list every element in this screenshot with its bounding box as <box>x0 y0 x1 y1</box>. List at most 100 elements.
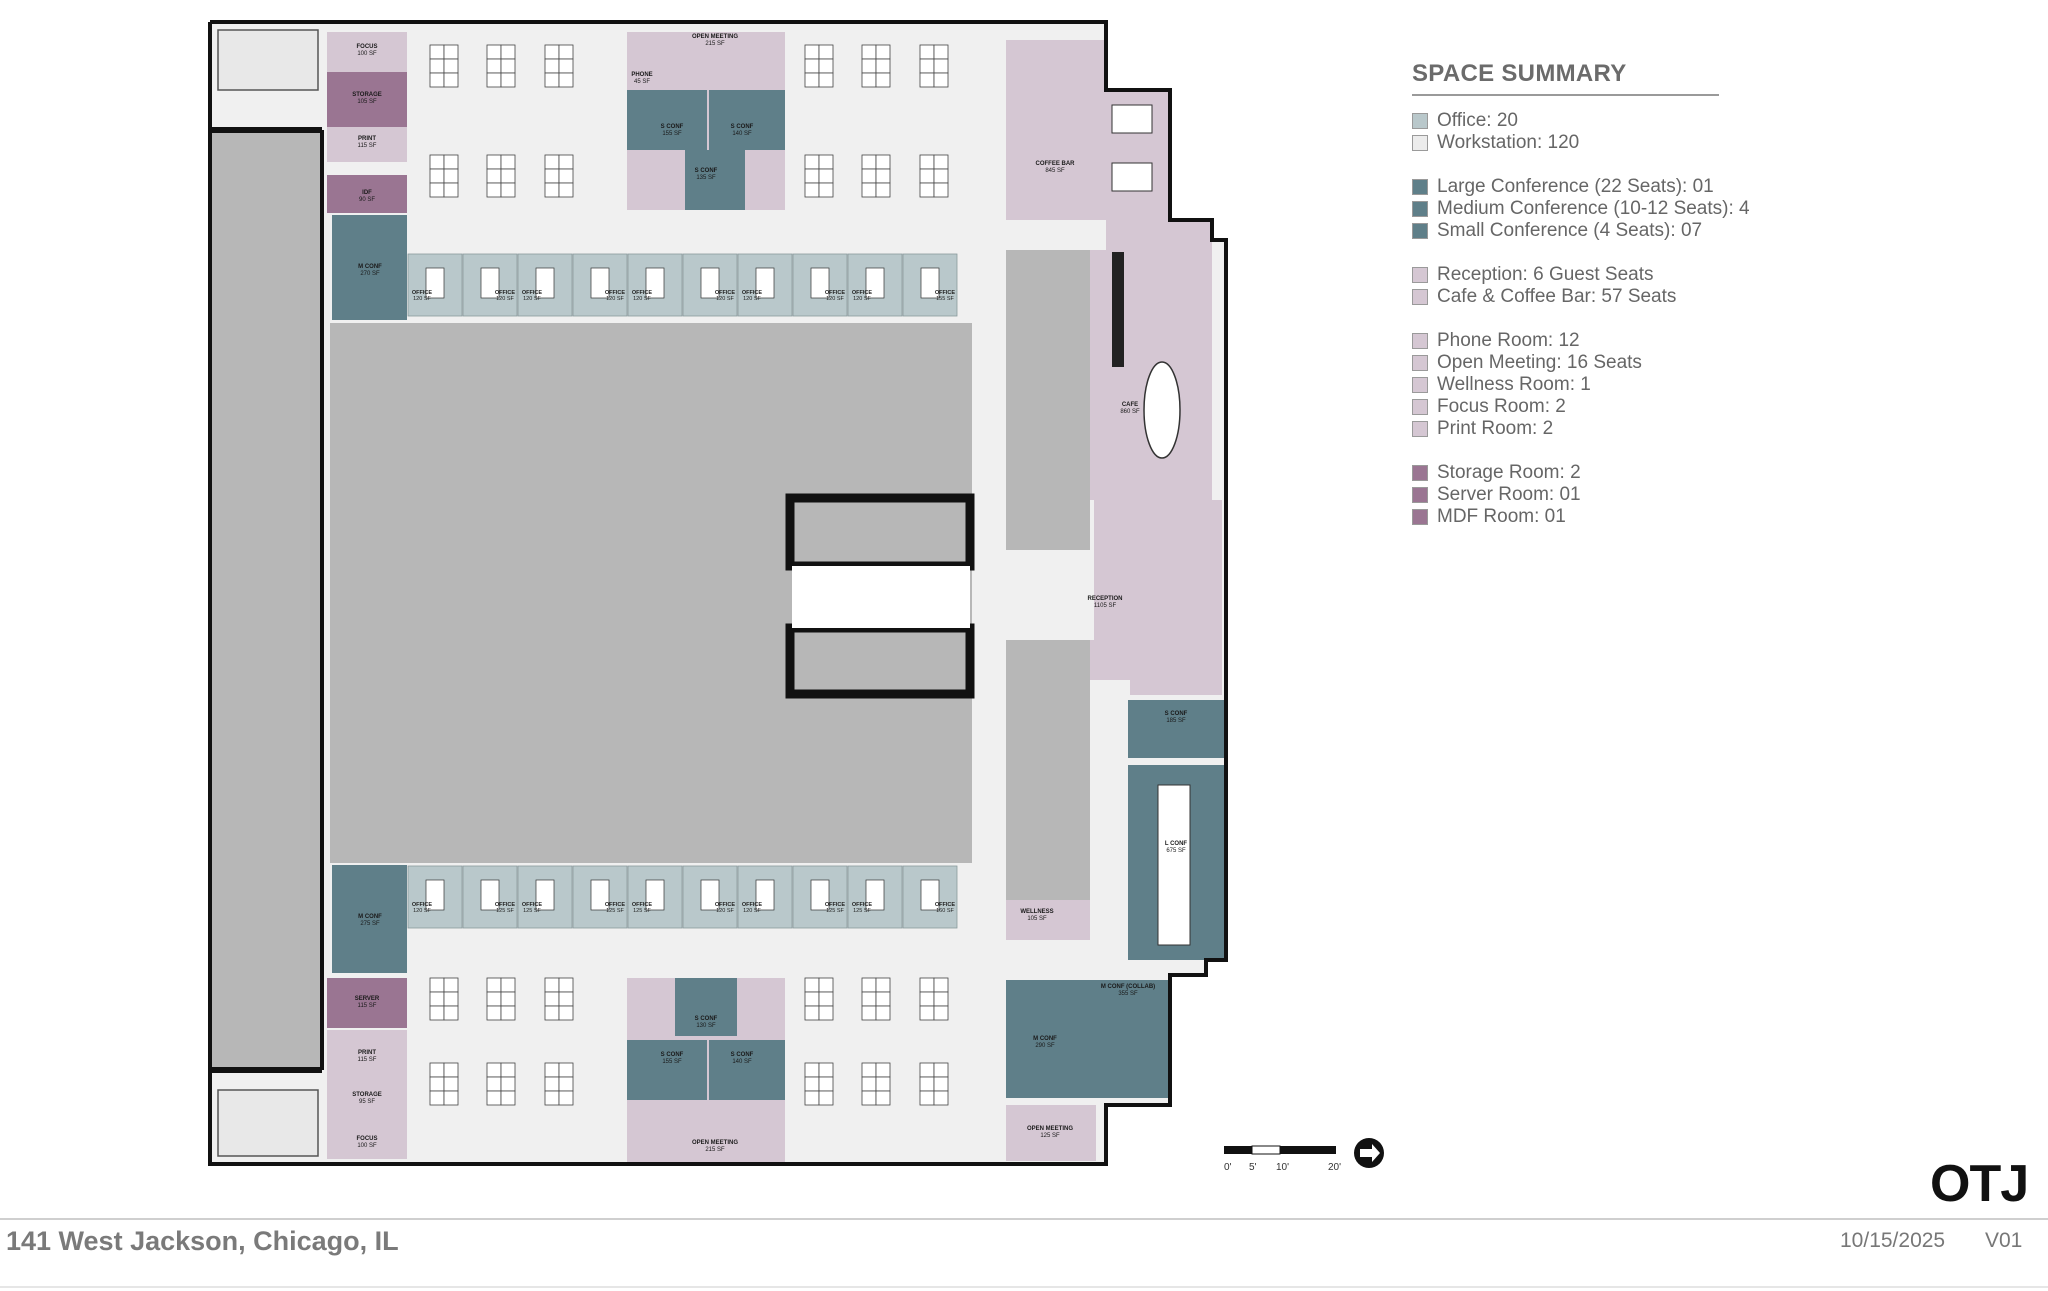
space-summary-title: SPACE SUMMARY <box>1412 60 1719 96</box>
office-desk <box>755 879 775 911</box>
legend-swatch <box>1412 223 1428 239</box>
office-desk <box>920 267 940 299</box>
workstation-desk <box>500 168 516 184</box>
legend-item: Reception: 6 Guest Seats <box>1412 264 1972 286</box>
office-desk <box>700 267 720 299</box>
workstation-desk <box>486 977 502 993</box>
legend-swatch <box>1412 267 1428 283</box>
workstation-desk <box>500 991 516 1007</box>
workstation-desk <box>443 168 459 184</box>
office-desk <box>920 879 940 911</box>
office-desk <box>810 879 830 911</box>
workstation-desk <box>558 154 574 170</box>
workstation-desk <box>486 1076 502 1092</box>
room-focus-nw <box>327 32 407 72</box>
workstation-desk <box>919 44 935 60</box>
south-sconf-a <box>675 978 737 1036</box>
legend-label: Phone Room: 12 <box>1437 330 1580 351</box>
project-address: 141 West Jackson, Chicago, IL <box>6 1226 399 1256</box>
workstation-desk <box>804 182 820 198</box>
legend-item: Large Conference (22 Seats): 01 <box>1412 176 1972 198</box>
office-desk <box>480 267 500 299</box>
workstation-desk <box>443 991 459 1007</box>
workstation-clusters <box>429 44 949 1106</box>
west-atrium <box>210 130 322 1070</box>
workstation-desk <box>443 1062 459 1078</box>
workstation-desk <box>919 168 935 184</box>
workstation-desk <box>875 977 891 993</box>
workstation-desk <box>919 154 935 170</box>
legend-swatch <box>1412 421 1428 437</box>
elevator-bank <box>785 493 975 699</box>
legend-label: Print Room: 2 <box>1437 418 1554 439</box>
workstation-desk <box>429 168 445 184</box>
legend-item: Workstation: 120 <box>1412 132 1972 154</box>
workstation-desk <box>558 1062 574 1078</box>
workstation-desk <box>804 154 820 170</box>
room-mconf-sw <box>332 865 407 973</box>
workstation-desk <box>804 58 820 74</box>
workstation-desk <box>429 58 445 74</box>
workstation-desk <box>544 72 560 88</box>
workstation-desk <box>933 1076 949 1092</box>
office-desk <box>535 879 555 911</box>
workstation-desk <box>875 44 891 60</box>
legend-label: Large Conference (22 Seats): 01 <box>1437 176 1714 197</box>
room-sconf-east <box>1128 700 1224 758</box>
workstation-desk <box>804 1076 820 1092</box>
office-desk <box>425 879 445 911</box>
legend-swatch <box>1412 377 1428 393</box>
scale-bar: 0' 5' 10' 20' <box>1224 1145 1341 1173</box>
workstation-desk <box>429 72 445 88</box>
legend-item: Small Conference (4 Seats): 07 <box>1412 220 1972 242</box>
workstation-desk <box>933 977 949 993</box>
office-desk <box>865 267 885 299</box>
workstation-desk <box>443 182 459 198</box>
north-sconf-c <box>685 150 745 210</box>
workstation-desk <box>919 182 935 198</box>
workstation-desk <box>500 1062 516 1078</box>
legend-label: Storage Room: 2 <box>1437 462 1581 483</box>
workstation-desk <box>429 1076 445 1092</box>
legend-item: Server Room: 01 <box>1412 484 1972 506</box>
workstation-desk <box>804 991 820 1007</box>
room-mconf-se <box>1006 980 1082 1098</box>
workstation-desk <box>919 1005 935 1021</box>
workstation-desk <box>544 58 560 74</box>
workstation-desk <box>500 1005 516 1021</box>
workstation-desk <box>875 182 891 198</box>
workstation-desk <box>818 44 834 60</box>
footer-divider <box>0 1218 2048 1220</box>
workstation-desk <box>818 977 834 993</box>
legend-label: Cafe & Coffee Bar: 57 Seats <box>1437 286 1677 307</box>
workstation-desk <box>500 154 516 170</box>
workstation-desk <box>500 72 516 88</box>
workstation-desk <box>544 154 560 170</box>
legend-item: Phone Room: 12 <box>1412 330 1972 352</box>
workstation-desk <box>804 44 820 60</box>
workstation-desk <box>500 58 516 74</box>
workstation-desk <box>818 1076 834 1092</box>
scale-tick: 10' <box>1276 1162 1289 1173</box>
workstation-desk <box>875 1090 891 1106</box>
cafe-counter <box>1112 252 1124 367</box>
workstation-desk <box>486 1062 502 1078</box>
legend-swatch <box>1412 179 1428 195</box>
workstation-desk <box>500 1090 516 1106</box>
workstation-desk <box>933 58 949 74</box>
legend-label: Reception: 6 Guest Seats <box>1437 264 1654 285</box>
